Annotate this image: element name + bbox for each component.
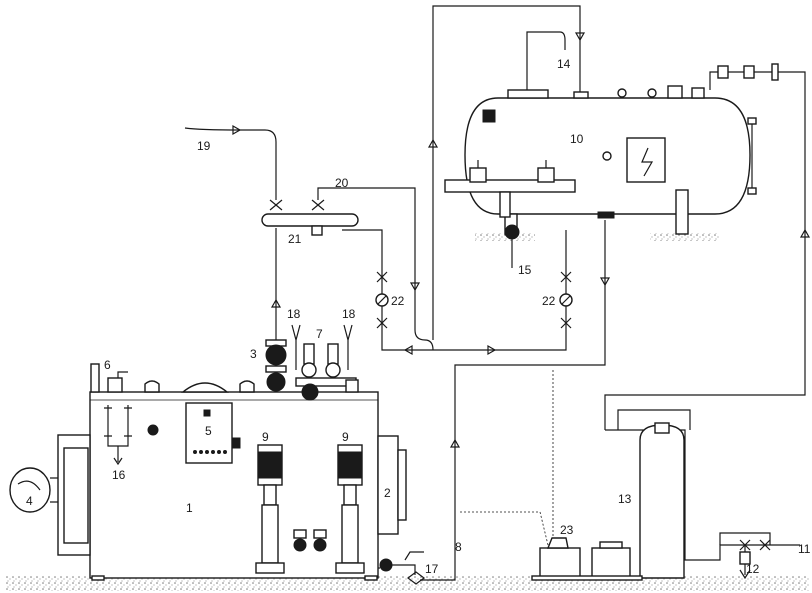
burner (9, 434, 91, 556)
label-blowdown: 17 (425, 562, 439, 576)
label-boiler-drain: 16 (112, 468, 126, 482)
boiler (89, 380, 379, 581)
label-water-inlet: 11 (798, 542, 811, 556)
pump-left (255, 444, 285, 574)
strainer-right (559, 271, 573, 329)
water-inlet (739, 539, 800, 580)
control-panel (185, 402, 241, 464)
softener (639, 422, 685, 579)
label-strainer-right: 22 (542, 294, 556, 308)
flow-arrows (232, 32, 811, 448)
dosing-unit (531, 537, 643, 581)
steam-valve (265, 339, 287, 392)
label-pump-left: 9 (262, 430, 269, 444)
label-feed-valves: 7 (316, 327, 323, 341)
relief-valves (291, 324, 353, 370)
distributor (261, 199, 359, 236)
blowdown-valve (379, 551, 425, 585)
label-dosing-unit: 23 (560, 523, 574, 537)
label-drain-outlet: 12 (746, 562, 760, 576)
safety-valve (90, 363, 128, 393)
check-valves (293, 529, 327, 552)
pump-right (335, 444, 365, 574)
label-strainer-left: 22 (391, 294, 405, 308)
label-burner: 4 (26, 494, 33, 508)
part-labels: 1 2 3 4 5 6 7 8 9 9 10 11 12 13 14 15 16… (26, 57, 811, 576)
label-tank-drain: 15 (518, 263, 532, 277)
label-safety-valve: 6 (104, 358, 111, 372)
label-steam-outlet: 19 (197, 139, 211, 153)
label-vent: 14 (557, 57, 571, 71)
feed-valves (295, 343, 359, 401)
tank (444, 63, 782, 240)
label-drain-line: 8 (455, 540, 462, 554)
label-steam-valve: 3 (250, 347, 257, 361)
label-pump-right: 9 (342, 430, 349, 444)
label-control-panel: 5 (205, 424, 212, 438)
label-distributor: 21 (288, 232, 302, 246)
label-relief-left: 18 (287, 307, 301, 321)
label-relief-right: 18 (342, 307, 356, 321)
label-return-line: 20 (335, 176, 349, 190)
label-tank: 10 (570, 132, 584, 146)
economizer (377, 435, 407, 535)
label-softener: 13 (618, 492, 632, 506)
label-economizer: 2 (384, 486, 391, 500)
label-boiler: 1 (186, 501, 193, 515)
strainer-left (375, 271, 389, 329)
level-gauges (104, 405, 132, 466)
